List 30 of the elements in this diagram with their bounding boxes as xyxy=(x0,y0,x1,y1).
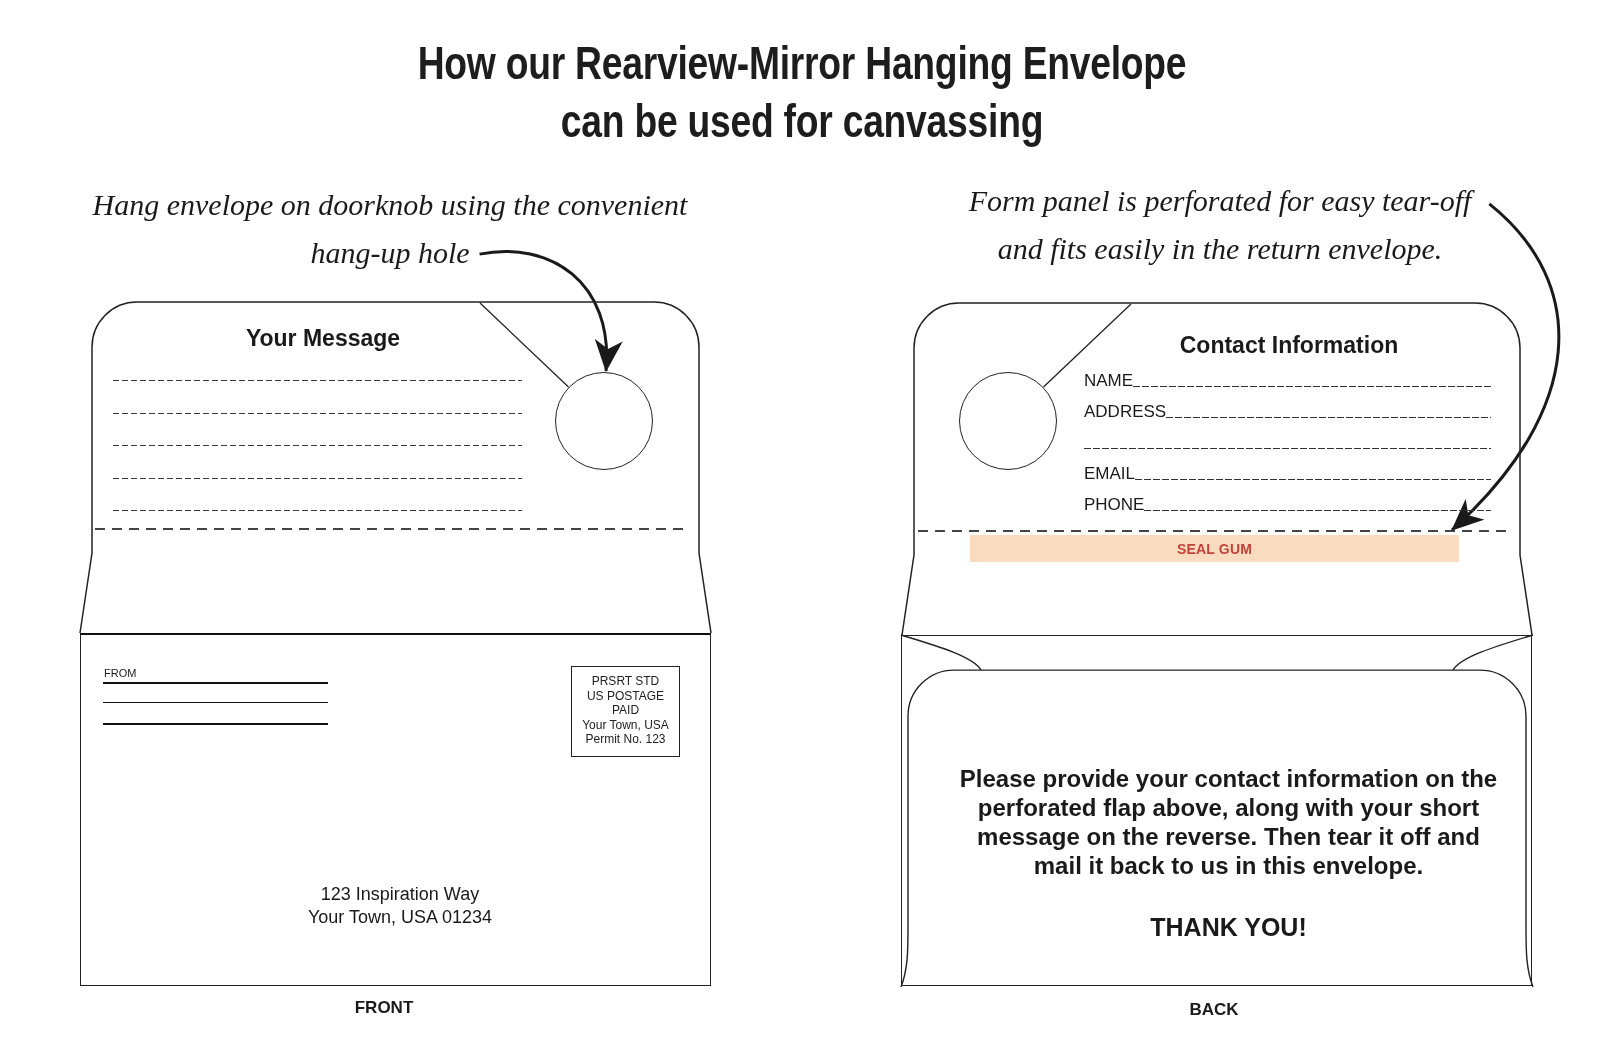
envelope-flap xyxy=(902,303,1532,635)
envelope-back xyxy=(901,635,1532,986)
annotation-text: Hang envelope on doorknob using the convenient hang-up hole xyxy=(80,181,700,277)
seal-gum-strip xyxy=(970,535,1459,562)
postage-text: PRSRT STD xyxy=(591,674,660,689)
form-heading: Contact Information xyxy=(1179,331,1399,359)
field-label: EMAIL xyxy=(1084,464,1136,484)
postage-text: Permit No. 123 xyxy=(585,732,666,747)
postage-text: PAID xyxy=(611,703,640,718)
field-label: PHONE xyxy=(1084,495,1145,515)
field-label: FROM xyxy=(104,667,137,680)
view-label: BACK xyxy=(1189,1000,1239,1020)
curved-arrow xyxy=(1450,202,1560,532)
gum-label: SEAL GUM xyxy=(1176,540,1253,557)
field-label: NAME xyxy=(1084,371,1134,391)
postage-text: Your Town, USA xyxy=(582,717,669,732)
flap-heading: Your Message xyxy=(245,324,401,352)
perforation-line xyxy=(918,530,1508,532)
annotation-text: Form panel is perforated for easy tear-off and fits easily in the return envelope. xyxy=(950,177,1490,273)
postage-indicia-box xyxy=(571,666,680,757)
envelope-flap xyxy=(80,302,711,633)
title: How our Rearview-Mirror Hanging Envelope can be used for canvassing xyxy=(416,36,1188,149)
address-text: 123 Inspiration Way Your Town, USA 01234 xyxy=(306,883,494,929)
thank-you-text: THANK YOU! xyxy=(1150,911,1307,942)
postage-text: US POSTAGE xyxy=(586,688,665,703)
view-label: FRONT xyxy=(354,998,414,1018)
curved-arrow xyxy=(479,250,621,372)
instruction-text: Please provide your contact information on the perforated flap above, along with your short message on the reverse. Then tear it off and mail it back to us in this envelope. xyxy=(958,763,1499,880)
envelope-front xyxy=(80,633,711,986)
field-label: ADDRESS xyxy=(1084,402,1167,422)
